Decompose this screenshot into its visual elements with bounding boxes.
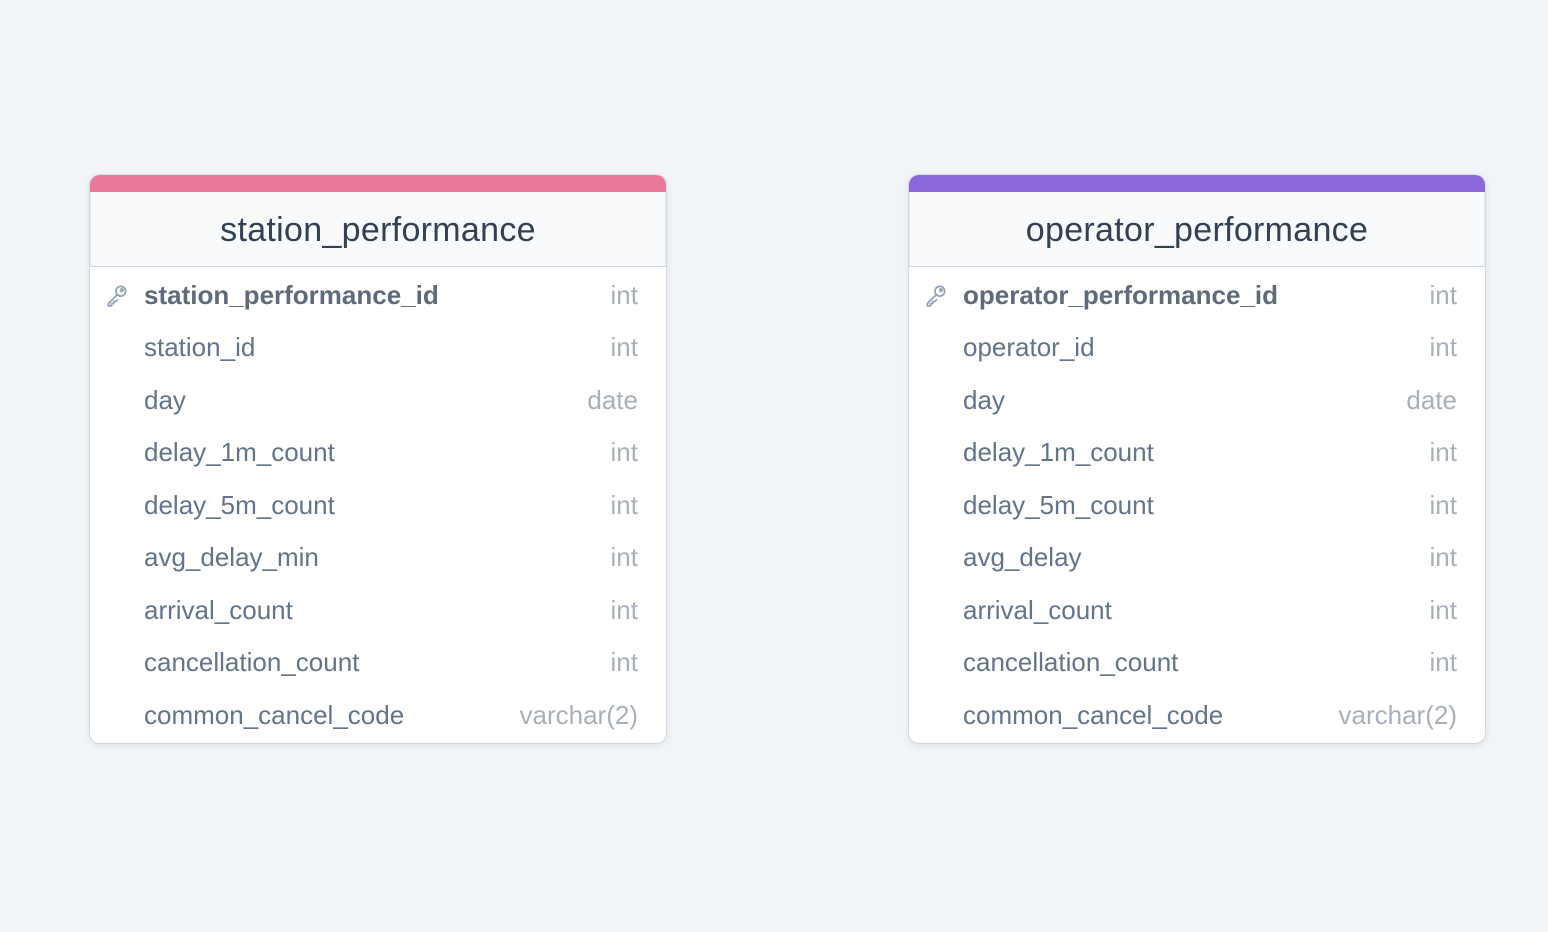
- column-row[interactable]: station_id int: [90, 322, 666, 375]
- column-name: day: [144, 384, 186, 415]
- key-icon: [926, 285, 946, 307]
- column-name: cancellation_count: [963, 647, 1179, 678]
- column-type: int: [610, 647, 638, 678]
- column-type: int: [610, 437, 638, 468]
- column-type: date: [1406, 384, 1457, 415]
- column-name: arrival_count: [144, 594, 293, 625]
- table-title: operator_performance: [1025, 210, 1369, 249]
- column-name: station_performance_id: [144, 279, 439, 310]
- column-type: int: [1429, 542, 1457, 573]
- table-accent-bar: [90, 175, 666, 192]
- column-type: int: [1429, 647, 1457, 678]
- column-name: avg_delay_min: [144, 542, 319, 573]
- column-row[interactable]: avg_delay_min int: [90, 532, 666, 585]
- column-name: day: [963, 384, 1005, 415]
- column-row[interactable]: common_cancel_code varchar(2): [90, 689, 666, 742]
- column-type: int: [1429, 332, 1457, 363]
- column-type: int: [610, 332, 638, 363]
- column-name: station_id: [144, 332, 256, 363]
- column-name: delay_5m_count: [144, 489, 335, 520]
- column-row[interactable]: day date: [90, 374, 666, 427]
- column-row[interactable]: arrival_count int: [90, 584, 666, 637]
- column-row[interactable]: delay_5m_count int: [90, 479, 666, 532]
- column-row[interactable]: operator_performance_id int: [909, 269, 1485, 322]
- column-type: int: [1429, 437, 1457, 468]
- table-header: operator_performance: [909, 192, 1485, 267]
- column-type: int: [1429, 489, 1457, 520]
- column-row[interactable]: arrival_count int: [909, 584, 1485, 637]
- column-type: int: [610, 489, 638, 520]
- column-row[interactable]: avg_delay int: [909, 532, 1485, 585]
- column-list: station_performance_id int station_id in…: [90, 267, 666, 742]
- column-type: varchar(2): [1338, 699, 1457, 730]
- column-type: date: [587, 384, 638, 415]
- column-name: delay_5m_count: [963, 489, 1154, 520]
- table-station-performance[interactable]: station_performance station_performance_…: [90, 175, 666, 743]
- column-row[interactable]: day date: [909, 374, 1485, 427]
- column-type: int: [610, 594, 638, 625]
- column-type: int: [1429, 594, 1457, 625]
- column-name: common_cancel_code: [144, 699, 405, 730]
- table-operator-performance[interactable]: operator_performance operator_performanc…: [909, 175, 1485, 743]
- column-name: delay_1m_count: [963, 437, 1154, 468]
- column-type: int: [1429, 279, 1457, 310]
- column-name: avg_delay: [963, 542, 1082, 573]
- column-list: operator_performance_id int operator_id …: [909, 267, 1485, 742]
- table-accent-bar: [909, 175, 1485, 192]
- column-row[interactable]: delay_1m_count int: [90, 427, 666, 480]
- table-title: station_performance: [220, 210, 536, 249]
- table-header: station_performance: [90, 192, 666, 267]
- key-icon: [107, 285, 127, 307]
- column-type: varchar(2): [519, 699, 638, 730]
- column-type: int: [610, 279, 638, 310]
- column-name: common_cancel_code: [963, 699, 1224, 730]
- column-name: operator_id: [963, 332, 1095, 363]
- column-row[interactable]: operator_id int: [909, 322, 1485, 375]
- column-row[interactable]: delay_1m_count int: [909, 427, 1485, 480]
- column-row[interactable]: cancellation_count int: [90, 637, 666, 690]
- column-name: arrival_count: [963, 594, 1112, 625]
- column-row[interactable]: station_performance_id int: [90, 269, 666, 322]
- column-name: operator_performance_id: [963, 279, 1278, 310]
- column-row[interactable]: common_cancel_code varchar(2): [909, 689, 1485, 742]
- column-name: delay_1m_count: [144, 437, 335, 468]
- column-row[interactable]: delay_5m_count int: [909, 479, 1485, 532]
- column-row[interactable]: cancellation_count int: [909, 637, 1485, 690]
- column-type: int: [610, 542, 638, 573]
- column-name: cancellation_count: [144, 647, 360, 678]
